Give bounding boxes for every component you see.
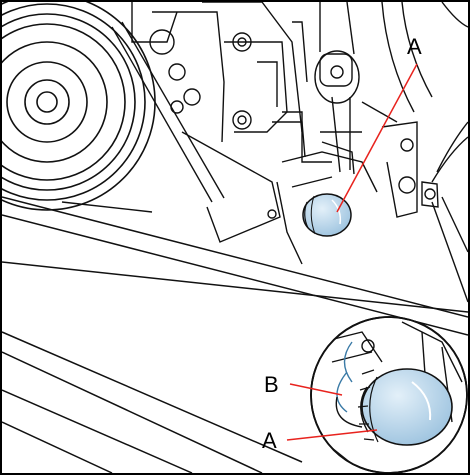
leader-line-inset-a xyxy=(286,429,378,441)
callout-inset-b: B xyxy=(264,372,279,397)
callout-top-a: A xyxy=(407,34,422,59)
cap-highlighted xyxy=(302,193,352,237)
mounting-bracket xyxy=(181,131,378,265)
engine-housing xyxy=(131,2,332,163)
frame-rails xyxy=(2,196,468,473)
leader-line-inset-b xyxy=(289,383,343,396)
callout-inset-a: A xyxy=(262,428,277,453)
inset-detail xyxy=(310,316,468,473)
leader-line-top-a xyxy=(336,63,418,213)
drive-belt xyxy=(61,21,225,213)
pulley xyxy=(2,2,156,211)
inset-cap xyxy=(357,368,453,446)
sensor-connector xyxy=(314,2,362,175)
right-bracket xyxy=(361,101,468,303)
coolant-hose xyxy=(381,2,468,113)
